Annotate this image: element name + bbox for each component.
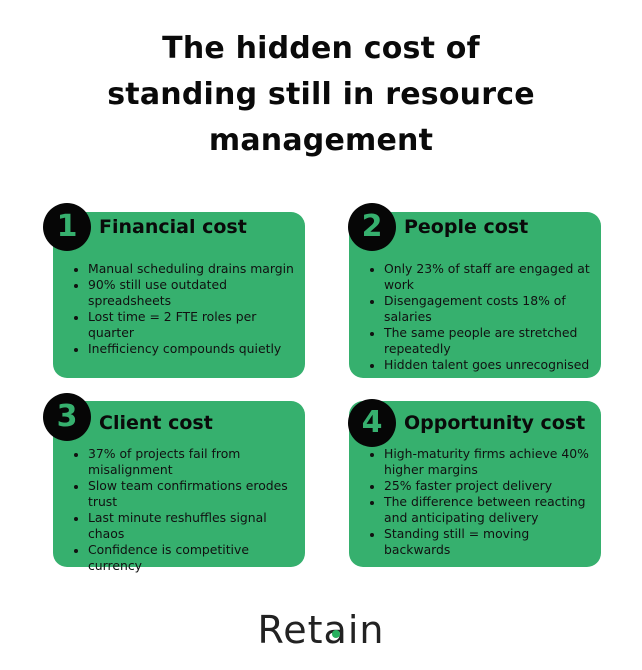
card-financial-cost: [53, 212, 305, 378]
card-client-cost: [53, 401, 305, 567]
number-badge-1: 1: [43, 203, 91, 251]
list-item: 25% faster project delivery: [370, 478, 598, 494]
bullet-list-people: Only 23% of staff are engaged at work Di…: [370, 261, 592, 373]
card-heading-opportunity: Opportunity cost: [404, 412, 586, 434]
list-item: Hidden talent goes unrecognised: [370, 357, 592, 373]
list-item: Slow team confirmations erodes trust: [74, 478, 302, 510]
logo-a-glyph: a: [324, 608, 348, 652]
list-item: The same people are stretched repeatedly: [370, 325, 592, 357]
title-line-2: standing still in resource: [107, 77, 535, 112]
logo-text-prefix: Ret: [257, 608, 324, 652]
page-title: The hidden cost of standing still in res…: [0, 26, 642, 164]
title-line-3: management: [208, 123, 434, 158]
list-item: Inefficiency compounds quietly: [74, 341, 296, 357]
list-item: High-maturity firms achieve 40% higher m…: [370, 446, 598, 478]
card-heading-financial: Financial cost: [99, 216, 247, 238]
list-item: Disengagement costs 18% of salaries: [370, 293, 592, 325]
list-item: Confidence is competitive currency: [74, 542, 302, 574]
green-dot-icon: [331, 630, 340, 639]
list-item: Standing still = moving backwards: [370, 526, 598, 558]
list-item: 37% of projects fail from misalignment: [74, 446, 302, 478]
list-item: Only 23% of staff are engaged at work: [370, 261, 592, 293]
bullet-list-client: 37% of projects fail from misalignment S…: [74, 446, 302, 574]
list-item: Lost time = 2 FTE roles per quarter: [74, 309, 296, 341]
title-line-1: The hidden cost of: [162, 31, 480, 66]
list-item: The difference between reacting and anti…: [370, 494, 598, 526]
number-badge-2: 2: [348, 203, 396, 251]
bullet-list-financial: Manual scheduling drains margin 90% stil…: [74, 261, 296, 357]
card-heading-people: People cost: [404, 216, 529, 238]
list-item: 90% still use outdated spreadsheets: [74, 277, 296, 309]
card-heading-client: Client cost: [99, 412, 213, 434]
number-badge-3: 3: [43, 393, 91, 441]
retain-logo: Retain: [0, 608, 642, 652]
logo-text-suffix: in: [347, 608, 385, 652]
list-item: Manual scheduling drains margin: [74, 261, 296, 277]
logo-a-letter: a: [324, 608, 348, 652]
number-badge-4: 4: [348, 399, 396, 447]
bullet-list-opportunity: High-maturity firms achieve 40% higher m…: [370, 446, 598, 558]
list-item: Last minute reshuffles signal chaos: [74, 510, 302, 542]
